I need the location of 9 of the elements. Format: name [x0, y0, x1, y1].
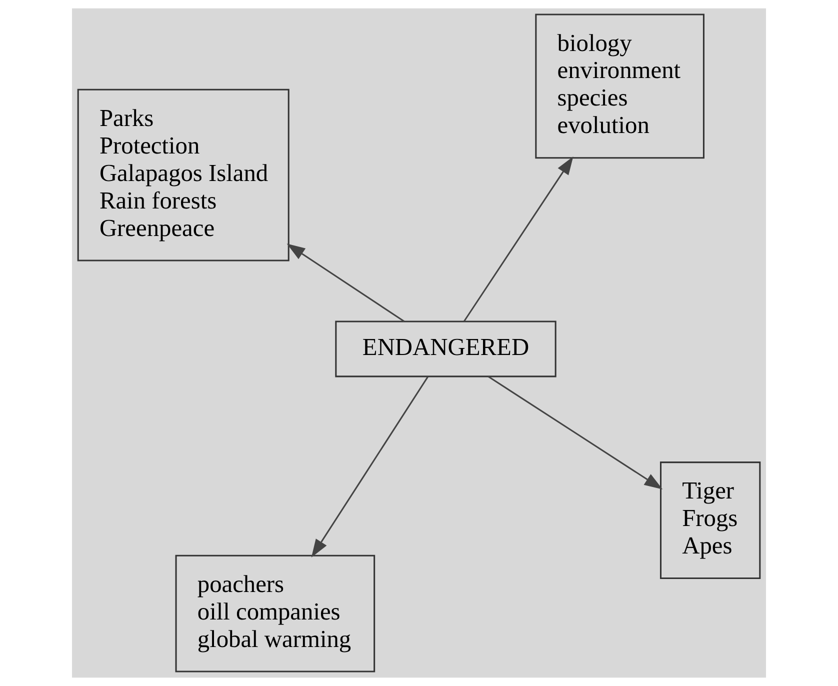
arrow — [311, 376, 428, 558]
node-box: biology environment species evolution — [535, 14, 704, 159]
node-box: poachers oill companies global warming — [175, 554, 376, 672]
node-box: Parks Protection Galapagos Island Rain forests Greenpeace — [77, 88, 290, 262]
arrow — [463, 156, 574, 322]
node-box: Tiger Frogs Apes — [660, 462, 761, 579]
node-box: ENDANGERED — [335, 320, 556, 378]
arrow — [488, 376, 663, 490]
arrow — [286, 244, 405, 322]
